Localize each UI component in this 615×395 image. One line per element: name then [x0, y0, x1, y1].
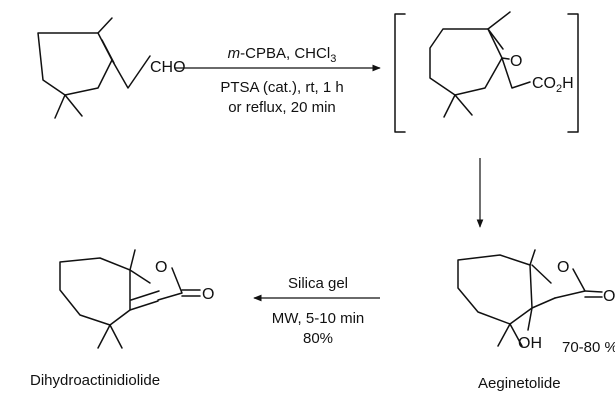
- condition-ptsa: PTSA (cat.), rt, 1 h: [220, 79, 343, 96]
- aeginetolide-hydroxyl: OH: [518, 335, 542, 352]
- condition-yield: 80%: [303, 330, 333, 347]
- condition-reflux: or reflux, 20 min: [228, 99, 336, 116]
- carboxylic-acid-label: CO2H: [532, 75, 574, 95]
- aldehyde-label: CHO: [150, 59, 186, 76]
- aeginetolide-carbonyl-oxygen: O: [603, 288, 615, 305]
- reagent-subscript: 3: [330, 53, 336, 65]
- aeginetolide-structure: O O OH 70-80 % Aeginetolide: [457, 249, 615, 392]
- dihydroactinidiolide-structure: O O Dihydroactinidiolide: [30, 249, 214, 389]
- condition-microwave: MW, 5-10 min: [272, 310, 365, 327]
- dihydroactinidiolide-name: Dihydroactinidiolide: [30, 372, 160, 389]
- dihydroactinidiolide-carbonyl-oxygen: O: [202, 286, 214, 303]
- reagent-prefix: m: [228, 45, 241, 62]
- starting-material-structure: CHO: [37, 17, 186, 119]
- reagent-rest: -CPBA, CHCl: [240, 45, 330, 62]
- reagent-mcpba: m-CPBA, CHCl3: [228, 45, 337, 65]
- aeginetolide-yield: 70-80 %: [562, 339, 615, 356]
- condition-silica-gel: Silica gel: [288, 275, 348, 292]
- aeginetolide-name: Aeginetolide: [478, 375, 561, 392]
- dihydroactinidiolide-ring-oxygen: O: [155, 259, 167, 276]
- epoxide-oxygen-label: O: [510, 53, 522, 70]
- intermediate-structure: O CO2H: [394, 11, 579, 133]
- aeginetolide-ring-oxygen: O: [557, 259, 569, 276]
